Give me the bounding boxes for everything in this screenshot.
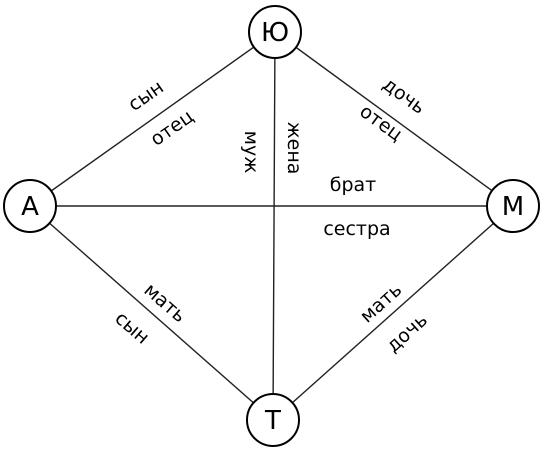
node-m: М (486, 179, 540, 233)
edge-a-t (29, 205, 274, 421)
rel-yu-t-left: муж (240, 131, 262, 174)
node-a: А (3, 179, 57, 233)
rel-yu-m-inner: отец (355, 100, 406, 146)
node-m-label: М (502, 192, 524, 222)
rel-yu-t-right: жена (283, 122, 305, 175)
rel-a-yu-outer: сын (124, 76, 168, 116)
rel-m-t-inner: мать (356, 279, 407, 328)
rel-a-m-top: брат (330, 174, 377, 196)
node-yu-label: Ю (261, 18, 289, 48)
node-a-label: А (21, 192, 39, 222)
node-yu: Ю (248, 5, 302, 59)
node-t: Т (246, 393, 300, 447)
rel-a-t-outer: сын (110, 307, 153, 348)
edge-m-t (272, 205, 514, 421)
rel-a-t-inner: мать (140, 279, 191, 327)
edge-a-yu (29, 31, 276, 207)
rel-a-m-bottom: сестра (323, 218, 390, 240)
rel-a-yu-inner: отец (146, 105, 197, 150)
edge-yu-m (274, 31, 514, 207)
node-t-label: Т (264, 406, 281, 436)
edge-yu-t (272, 31, 276, 421)
